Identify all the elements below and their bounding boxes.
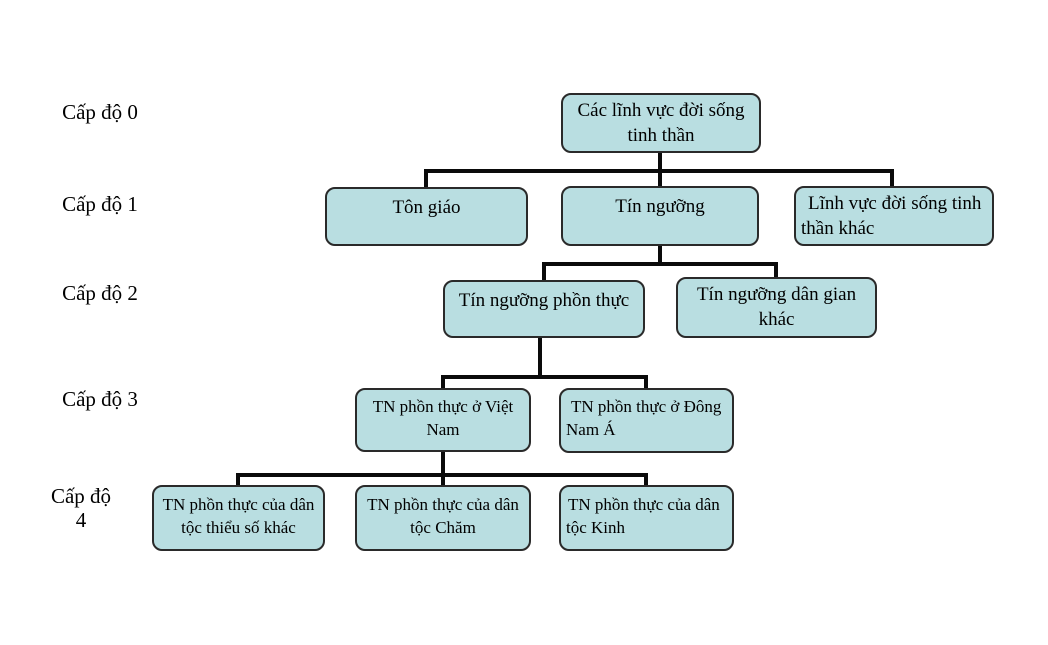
level-label-4: Cấp độ 4 — [50, 484, 112, 533]
connector-l4-stub-thieu-so — [236, 473, 240, 487]
level-label-2: Cấp độ 2 — [62, 281, 138, 305]
connector-l4-hbar — [236, 473, 648, 477]
connector-l1-stub-ton-giao — [424, 169, 428, 189]
connector-l1-stub-linh-vuc-khac — [890, 169, 894, 188]
connector-l2-stub-phon-thuc — [542, 262, 546, 282]
connector-l3-stub-viet-nam — [441, 375, 445, 390]
node-tn-phon-thuc-dong-nam-a: TN phồn thực ở Đông Nam Á — [559, 388, 734, 453]
node-ton-giao: Tôn giáo — [325, 187, 528, 246]
connector-phon-thuc-trunk — [538, 338, 542, 379]
connector-l4-stub-kinh — [644, 473, 648, 487]
node-tn-phon-thuc-dan-toc-thieu-so-khac: TN phồn thực của dân tộc thiểu số khác — [152, 485, 325, 551]
level-label-0: Cấp độ 0 — [62, 100, 138, 124]
connector-l2-stub-dan-gian-khac — [774, 262, 778, 279]
node-tin-nguong-dan-gian-khac: Tín ngưỡng dân gian khác — [676, 277, 877, 338]
node-tn-phon-thuc-dan-toc-cham: TN phồn thực của dân tộc Chăm — [355, 485, 531, 551]
node-tn-phon-thuc-viet-nam: TN phồn thực ở Việt Nam — [355, 388, 531, 452]
node-linh-vuc-doi-song-tinh-than-khac: Lĩnh vực đời sống tinh thần khác — [794, 186, 994, 246]
connector-l3-stub-dong-nam-a — [644, 375, 648, 390]
connector-tin-nguong-trunk — [658, 245, 662, 266]
node-cac-linh-vuc-doi-song-tinh-than: Các lĩnh vực đời sống tinh thần — [561, 93, 761, 153]
connector-viet-nam-trunk — [441, 452, 445, 486]
node-tn-phon-thuc-dan-toc-kinh: TN phồn thực của dân tộc Kinh — [559, 485, 734, 551]
connector-l1-hbar — [424, 169, 894, 173]
level-label-3: Cấp độ 3 — [62, 387, 138, 411]
connector-l3-hbar — [441, 375, 648, 379]
connector-l2-hbar — [542, 262, 778, 266]
node-tin-nguong-phon-thuc: Tín ngưỡng phồn thực — [443, 280, 645, 338]
level-label-1: Cấp độ 1 — [62, 192, 138, 216]
node-tin-nguong: Tín ngưỡng — [561, 186, 759, 246]
